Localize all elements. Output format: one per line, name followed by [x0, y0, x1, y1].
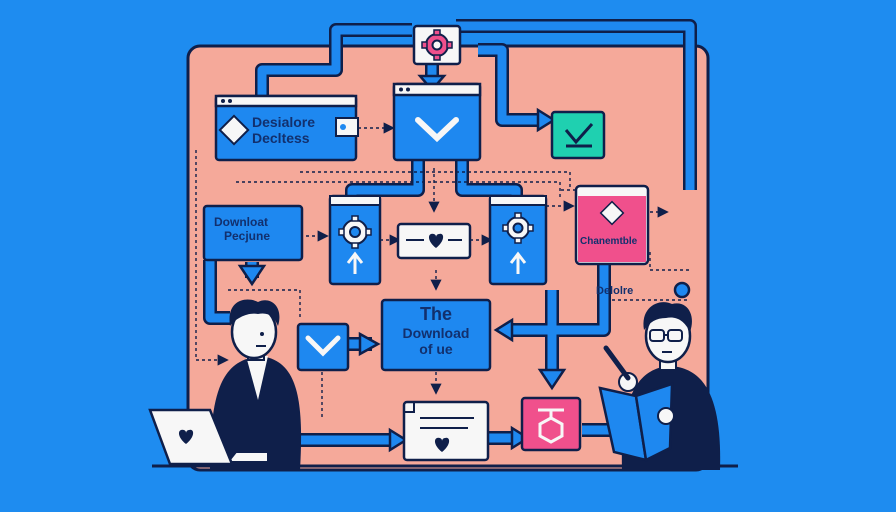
download-box-label: Downloat Pecjune: [214, 216, 270, 244]
top-gear-card: [414, 26, 460, 64]
download-line1: Downloat: [214, 216, 270, 230]
center-line1: The: [396, 304, 476, 325]
tag-icon: [336, 118, 358, 136]
bottom-document: [404, 402, 488, 460]
pink-card: [576, 186, 648, 264]
center-line3: of ue: [396, 341, 476, 357]
right-gear-panel: [490, 196, 546, 284]
download-line2: Pecjune: [224, 230, 270, 244]
top-left-window-label: Desialore Decltess: [252, 114, 315, 146]
pink-sub-label: Delolre: [596, 285, 633, 298]
top-left-line2: Decltess: [252, 130, 315, 146]
top-left-line1: Desialore: [252, 114, 315, 130]
pink-card-label: Chanemtble: [580, 236, 637, 248]
center-line2: Download: [396, 325, 476, 341]
left-gear-panel: [330, 196, 380, 284]
chevron-box: [298, 324, 348, 370]
node-dot: [675, 283, 689, 297]
bottom-pink-box: [522, 398, 580, 450]
heart-card: [398, 224, 470, 258]
center-top-window: [394, 84, 480, 160]
center-download-label: The Download of ue: [396, 304, 476, 357]
teal-check-card: [552, 112, 604, 158]
